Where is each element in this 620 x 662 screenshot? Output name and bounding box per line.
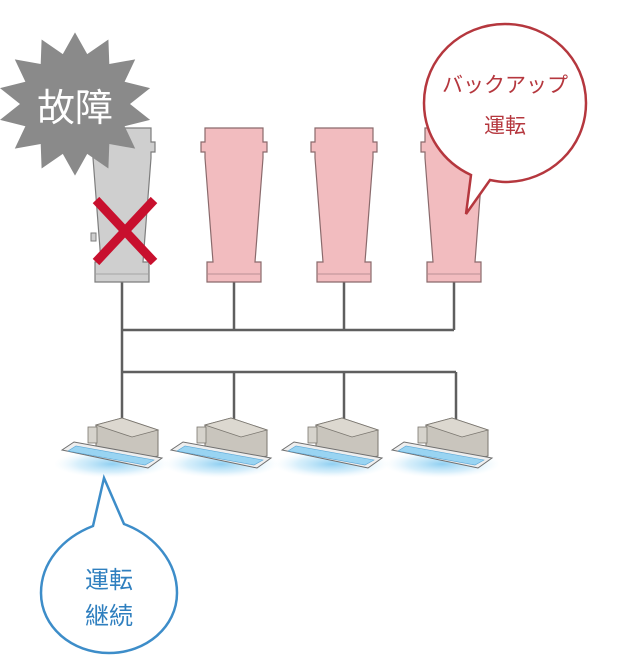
indoor-unit-fitting <box>417 426 428 444</box>
indoor-unit-air-outlet <box>397 445 485 466</box>
indoor-unit-air-outlet <box>67 445 155 466</box>
indoor-units <box>54 417 500 478</box>
outdoor-units <box>88 127 488 283</box>
outdoor-unit-3 <box>310 127 378 283</box>
outdoor-unit-2 <box>200 127 268 283</box>
indoor-unit-top <box>203 417 269 438</box>
indoor-unit-top <box>424 417 490 438</box>
indoor-unit-3 <box>274 417 390 478</box>
indoor-unit-fitting <box>196 426 207 444</box>
indoor-unit-2 <box>163 417 279 478</box>
backup-bubble-line2: 運転 <box>484 114 526 138</box>
outdoor-unit-body <box>310 127 378 283</box>
indoor-unit-top <box>94 417 160 438</box>
indoor-unit-air-outlet <box>287 445 375 466</box>
failure-x-mark-icon <box>92 196 158 266</box>
continue-bubble-line1: 運転 <box>85 566 133 594</box>
indoor-unit-4 <box>384 417 500 478</box>
continue-bubble-line2: 継続 <box>85 602 133 630</box>
outdoor-unit-body <box>200 127 268 283</box>
fault-label: 故障 <box>37 86 113 130</box>
indoor-unit-air-outlet <box>176 445 264 466</box>
continued-operation-bubble: 運転 継続 <box>39 474 179 655</box>
backup-operation-bubble: バックアップ 運転 <box>422 22 588 215</box>
indoor-unit-1 <box>54 417 170 478</box>
indoor-unit-fitting <box>87 426 98 444</box>
outdoor-unit-valve <box>90 232 97 242</box>
backup-bubble-line1: バックアップ <box>442 73 568 97</box>
indoor-unit-fitting <box>307 426 318 444</box>
fault-burst-icon: 故障 <box>0 32 151 176</box>
refrigerant-piping <box>120 282 458 420</box>
indoor-unit-top <box>314 417 380 438</box>
